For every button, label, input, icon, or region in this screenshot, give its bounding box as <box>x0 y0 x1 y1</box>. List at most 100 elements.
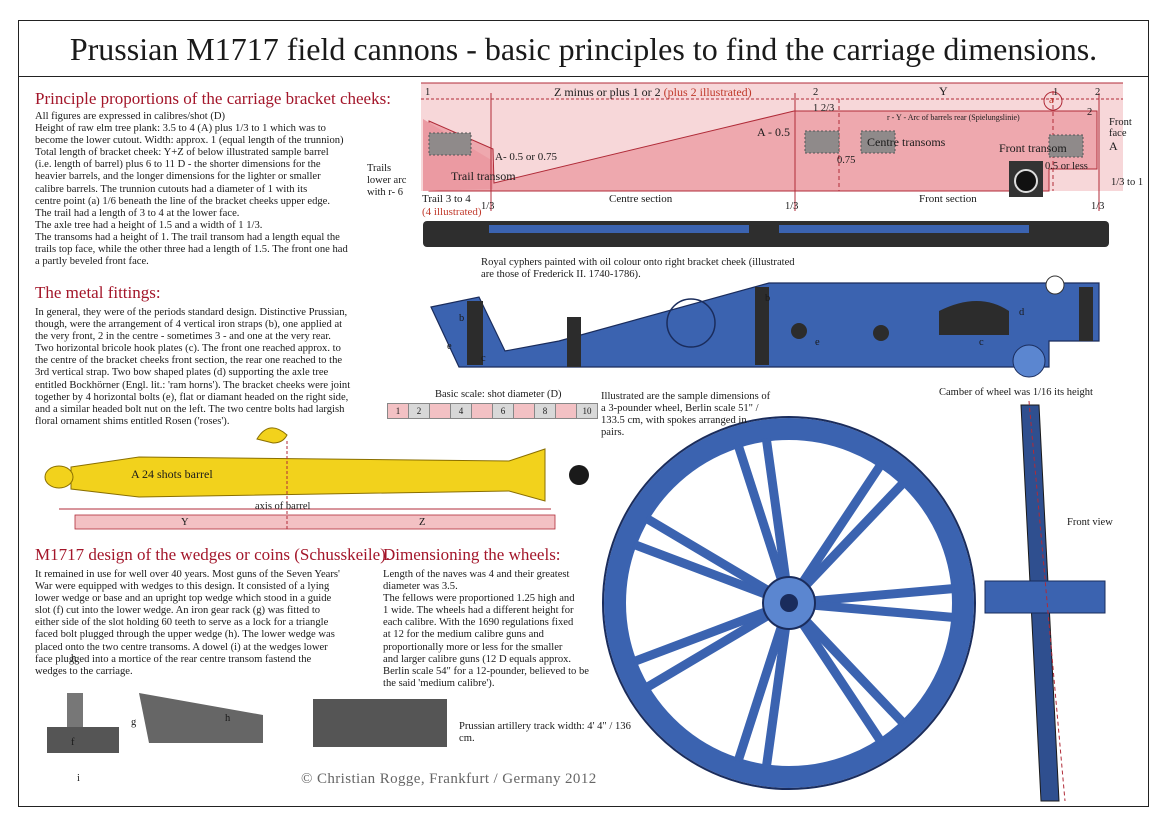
label-y: Y <box>939 84 948 98</box>
label-arc: r - Y - Arc of barrels rear (Spielungsli… <box>887 113 1020 122</box>
wheel-spoke <box>798 462 885 586</box>
label-barrel: A 24 shots barrel <box>131 467 213 481</box>
label-two-right-2: 2 <box>1087 107 1093 118</box>
text-line: 1 wide. The wheels had a different heigh… <box>383 605 574 617</box>
text-line: trails top face, while the other three h… <box>35 244 348 256</box>
strap-centre-2 <box>755 287 769 365</box>
label-front-transom: Front transom <box>999 141 1067 155</box>
label-track: Prussian artillery track width: 4' 4" / … <box>459 721 631 745</box>
cannon-ball <box>569 465 589 485</box>
text-line: the very front, 2 in the centre - someti… <box>35 331 331 343</box>
text-line: become the lower cutout. Width: approx. … <box>35 135 344 147</box>
text-line: centre point (a) 1/6 beneath the line of… <box>35 195 331 207</box>
centre-transom-2 <box>860 130 896 154</box>
label-one-right: 1 <box>1053 87 1059 98</box>
text-line: and larger calibre guns (12 D equals app… <box>383 653 572 665</box>
strap-centre-1 <box>567 317 581 367</box>
label-05-less: 0.5 or less <box>1045 161 1088 172</box>
wheel-spokes <box>632 437 955 769</box>
barrel <box>70 448 546 502</box>
cascabel <box>44 465 74 489</box>
wedge-side <box>139 693 263 743</box>
strap-rear <box>467 301 483 365</box>
wedge-base-front <box>47 727 119 753</box>
wheel-spoke <box>643 514 771 595</box>
label-e-rear: e <box>447 341 452 352</box>
camber-line <box>1028 400 1066 802</box>
text-line: a partly beveled front face. <box>35 256 149 268</box>
label-Z: Z <box>419 517 426 528</box>
wheel-spoke <box>643 611 771 692</box>
scale-cell: 8 <box>534 403 556 419</box>
text-line: The fellows were proportioned 1.25 high … <box>383 593 575 605</box>
axle-end <box>1012 344 1046 378</box>
label-b-rear: b <box>459 313 465 324</box>
bracket-cheek-outline <box>428 110 1098 192</box>
label-trail-transom: Trail transom <box>451 169 516 183</box>
wheel-spoke <box>798 620 885 744</box>
label-a-minus: A - 0.5 <box>757 125 790 139</box>
rose-bolt-1 <box>791 323 807 339</box>
label-Y: Y <box>181 517 189 528</box>
text-line: lower wedge or base and an upright top w… <box>35 593 332 605</box>
label-axis: axis of barrel <box>255 501 311 512</box>
text-line: heavier barrels, and the longer dimensio… <box>35 171 321 183</box>
label-d: d <box>1019 307 1025 318</box>
text-line: wedges to the carriage. <box>35 665 133 677</box>
label-A: A <box>1109 139 1118 153</box>
heading-metal: The metal fittings: <box>35 283 161 302</box>
text-line: Total length of bracket cheek: Y+Z of be… <box>35 147 329 159</box>
scale-cell: 4 <box>450 403 472 419</box>
wheel-spoke <box>802 617 907 727</box>
label-front-view: Front view <box>1067 517 1113 528</box>
scale-cell <box>513 403 535 419</box>
label-c-front: c <box>979 337 984 348</box>
text-line: faced bolt plugged through the upper wed… <box>35 629 335 641</box>
text-line: though, were the arrangement of 4 vertic… <box>35 319 343 331</box>
text-line: All figures are expressed in calibres/sh… <box>35 111 226 122</box>
label-g: g <box>131 717 137 728</box>
wheel-outer <box>602 416 976 790</box>
axle-hole <box>1014 169 1038 193</box>
heading-wheels: Dimensioning the wheels: <box>383 545 561 564</box>
centre-transom-1 <box>804 130 840 154</box>
text-line: either side of the slot holding 60 teeth… <box>35 617 329 629</box>
top-view-blue-strip-2 <box>779 225 1029 233</box>
scale-cell: 10 <box>576 403 598 419</box>
text-line: the said 'medium calibre'). <box>383 677 495 689</box>
yz-band <box>74 514 556 530</box>
label-a: a <box>1049 95 1054 106</box>
wheel-spoke <box>733 443 786 582</box>
wedge-top-view <box>313 699 447 747</box>
text-line: (i.e. length of barrel) plus 6 to 11 D -… <box>35 159 321 171</box>
text-line: and a similar headed bolt nut on the lef… <box>35 403 345 415</box>
label-camber: Camber of wheel was 1/16 its height <box>939 387 1093 398</box>
label-centre-section: Centre section <box>609 193 673 205</box>
label-one-left: 1 <box>425 87 431 98</box>
label-third-to-1: 1/3 to 1 <box>1111 177 1144 188</box>
label-i: i <box>77 773 80 784</box>
text-line: Berlin scale 54" for a 12-pounder, belie… <box>383 665 589 677</box>
carriage-diagram <box>44 82 1123 802</box>
wheel-spoke <box>802 479 907 589</box>
label-two-right: 2 <box>1095 87 1101 98</box>
wheel-spoke <box>761 437 791 580</box>
label-third-2: 1/3 <box>785 201 799 212</box>
wheel-spoke <box>761 626 791 769</box>
text-proportions: All figures are expressed in calibres/sh… <box>35 111 387 268</box>
trunnion-circle <box>1043 91 1063 111</box>
text-line: It remained in use for well over 40 year… <box>35 569 340 580</box>
text-wedges: It remained in use for well over 40 year… <box>35 569 387 678</box>
text-line: slot (f) cut into the lower wedge. An ir… <box>35 605 321 617</box>
text-wheels: Length of the naves was 4 and their grea… <box>383 569 623 690</box>
front-view-hub <box>984 580 1106 614</box>
scale-cell: 2 <box>408 403 430 419</box>
scale-cell <box>555 403 577 419</box>
label-trail-length: Trail 3 to 4 <box>422 193 471 205</box>
scale-cell: 1 <box>387 403 409 419</box>
label-075: 0.75 <box>837 155 856 166</box>
label-cyphers: Royal cyphers painted with oil colour on… <box>481 257 795 281</box>
top-view-blue-strip <box>489 225 749 233</box>
label-front-face: Front face <box>1109 117 1132 139</box>
scale-cell <box>471 403 493 419</box>
